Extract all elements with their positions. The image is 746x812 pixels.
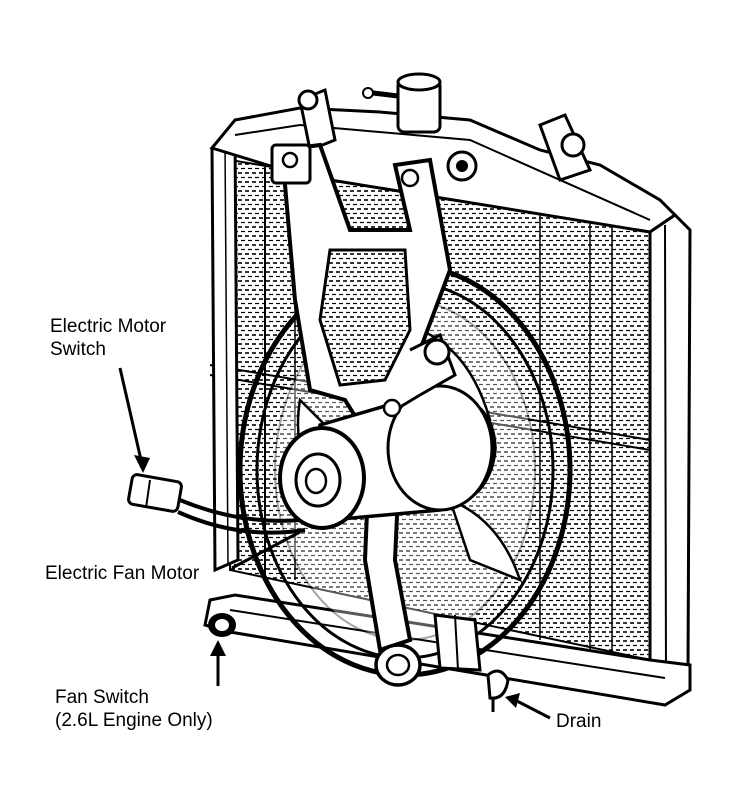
- leader-lines: [118, 367, 551, 720]
- electric-fan-motor-label: Electric Fan Motor: [45, 563, 200, 584]
- lower-fittings: [208, 613, 510, 712]
- electric-motor-switch-label-line1: Electric Motor: [50, 316, 167, 337]
- fan-switch-label-line1: Fan Switch: [55, 687, 149, 708]
- electric-fan-motor: [278, 332, 497, 530]
- left-radiator-tank: [210, 132, 240, 573]
- fan-switch-label-line2: (2.6L Engine Only): [55, 710, 213, 731]
- fan-switch-arrowhead: [210, 640, 226, 656]
- right-radiator-tank: [648, 213, 692, 693]
- fan-switch-label: Fan Switch (2.6L Engine Only): [55, 686, 213, 732]
- electric-motor-switch-label: Electric Motor Switch: [50, 315, 166, 361]
- drain-leader: [514, 698, 551, 720]
- wiring-harness: [127, 473, 306, 535]
- drain-arrowhead: [505, 693, 520, 708]
- motor-switch-arrowhead: [134, 455, 150, 473]
- fan-bracket: [270, 142, 453, 653]
- mounting-tabs: [297, 87, 593, 182]
- radiator-cap: [362, 72, 442, 134]
- motor-switch-leader: [118, 367, 143, 461]
- drain-label: Drain: [556, 711, 602, 732]
- fan-motor-leader: [231, 530, 301, 570]
- electric-motor-switch-label-line2: Switch: [50, 339, 106, 360]
